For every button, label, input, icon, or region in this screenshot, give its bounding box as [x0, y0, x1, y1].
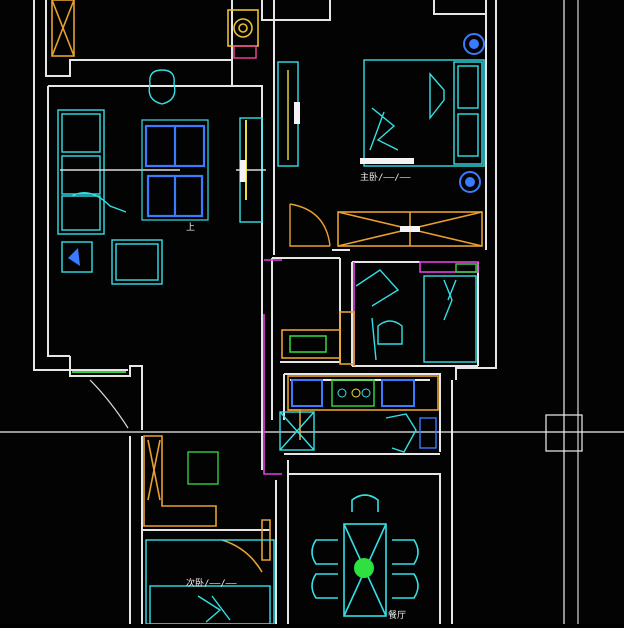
dining-set	[311, 494, 419, 617]
wardrobe-tag	[400, 226, 420, 232]
dining-label: 餐厅	[388, 609, 406, 621]
wardrobe-top-left	[51, 0, 75, 57]
lower-room-label: 次卧/——/——	[186, 577, 237, 589]
living-switch	[240, 160, 246, 182]
master-label-bar	[360, 158, 414, 164]
master-bedroom-label: 主卧/——/——	[360, 171, 411, 183]
master-lamp-icons	[459, 33, 485, 193]
master-door	[289, 203, 331, 247]
living-furniture	[57, 69, 266, 485]
living-fan-icon	[61, 241, 93, 273]
living-window-blocks	[141, 119, 209, 221]
dining-plant	[354, 558, 374, 578]
kitchen-counter	[287, 375, 439, 440]
wall-outlines	[33, 0, 497, 624]
living-mark-label: 上	[186, 222, 195, 233]
entry-door	[72, 371, 129, 429]
bathroom-door	[281, 311, 355, 365]
master-switch	[294, 102, 300, 124]
bath-exhaust	[455, 263, 477, 273]
lower-cabinet	[143, 435, 271, 573]
sink-outline	[233, 45, 257, 59]
bathroom-fixtures	[355, 269, 477, 363]
master-bed	[363, 59, 485, 167]
kitchen-appliances	[291, 379, 415, 407]
kitchen-sink	[279, 411, 437, 453]
